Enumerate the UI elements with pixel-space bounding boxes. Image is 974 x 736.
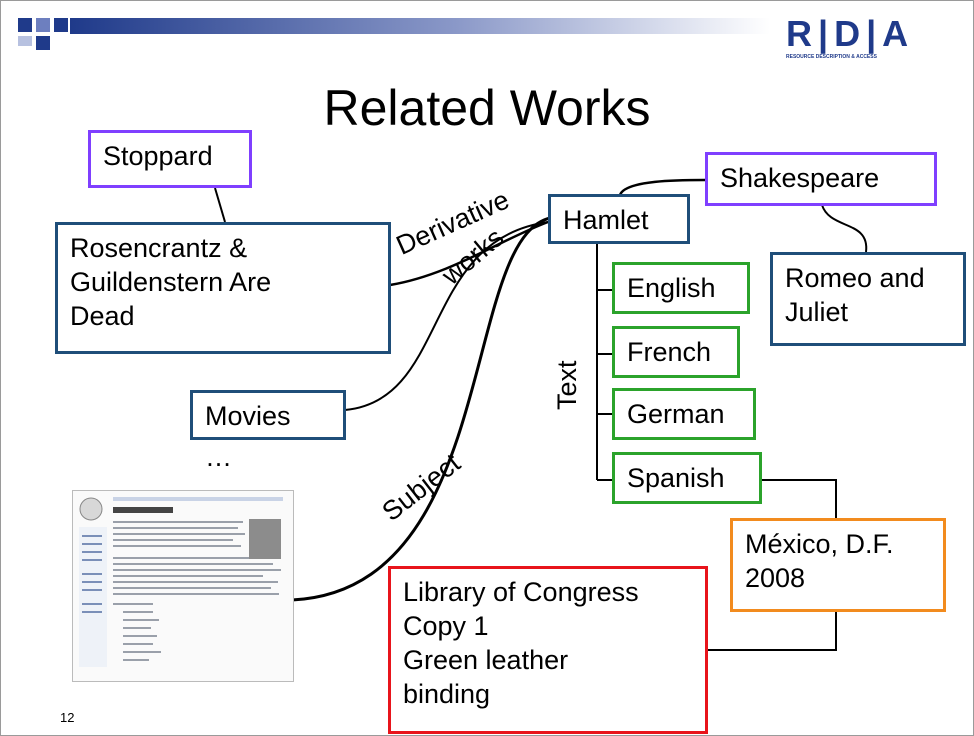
- node-movies-label: Movies: [205, 401, 291, 431]
- edge-spanish-mexico: [762, 479, 837, 518]
- node-english-label: English: [627, 273, 716, 303]
- edge-label-text: Text: [552, 360, 582, 410]
- node-mexico: México, D.F. 2008: [730, 518, 946, 612]
- node-romeo-line-2: Juliet: [785, 297, 849, 327]
- node-movies: Movies: [190, 390, 346, 440]
- node-english: English: [612, 262, 750, 314]
- page-number: 12: [60, 710, 75, 725]
- node-mexico-line-1: México, D.F.: [745, 529, 894, 559]
- rda-logo-subtitle: RESOURCE DESCRIPTION & ACCESS: [786, 54, 877, 60]
- slide-title: Related Works: [323, 80, 651, 136]
- node-library-line-4: binding: [403, 679, 491, 709]
- edge-subject-hamlet: [291, 216, 551, 602]
- edge-movies-hamlet: [344, 221, 549, 411]
- ellipsis: …: [205, 442, 232, 472]
- rda-logo-text: R|D|A: [786, 13, 915, 54]
- edge-stoppard-rosencrantz: [214, 187, 226, 223]
- node-spanish-label: Spanish: [627, 463, 725, 493]
- rda-logo: R|D|A RESOURCE DESCRIPTION & ACCESS: [786, 13, 966, 61]
- node-hamlet-label: Hamlet: [563, 205, 649, 235]
- node-stoppard-label: Stoppard: [103, 141, 213, 171]
- node-library-line-2: Copy 1: [403, 611, 489, 641]
- node-german: German: [612, 388, 756, 440]
- node-rosencrantz-line-3: Dead: [70, 301, 135, 331]
- node-library-line-3: Green leather: [403, 645, 569, 675]
- node-rosencrantz-line-2: Guildenstern Are: [70, 267, 272, 297]
- node-library-copy: Library of Congress Copy 1 Green leather…: [388, 566, 708, 734]
- node-german-label: German: [627, 399, 725, 429]
- node-shakespeare-label: Shakespeare: [720, 163, 880, 193]
- node-romeo-juliet: Romeo and Juliet: [770, 252, 966, 346]
- node-stoppard: Stoppard: [88, 130, 252, 188]
- node-library-line-1: Library of Congress: [403, 577, 639, 607]
- node-mexico-line-2: 2008: [745, 563, 806, 593]
- edge-shakespeare-romeo: [821, 204, 868, 253]
- node-rosencrantz: Rosencrantz & Guildenstern Are Dead: [55, 222, 391, 354]
- node-french-label: French: [627, 337, 712, 367]
- edge-hamlet-shakespeare: [618, 178, 706, 196]
- node-hamlet: Hamlet: [548, 194, 690, 244]
- header-decoration: [18, 18, 770, 50]
- node-rosencrantz-line-1: Rosencrantz &: [70, 233, 248, 263]
- edge-mexico-library: [708, 612, 837, 651]
- wikipedia-page-thumbnail: [72, 490, 294, 682]
- node-spanish: Spanish: [612, 452, 762, 504]
- wikipedia-page-image: [79, 497, 283, 667]
- node-romeo-line-1: Romeo and: [785, 263, 925, 293]
- node-shakespeare: Shakespeare: [705, 152, 937, 206]
- node-french: French: [612, 326, 740, 378]
